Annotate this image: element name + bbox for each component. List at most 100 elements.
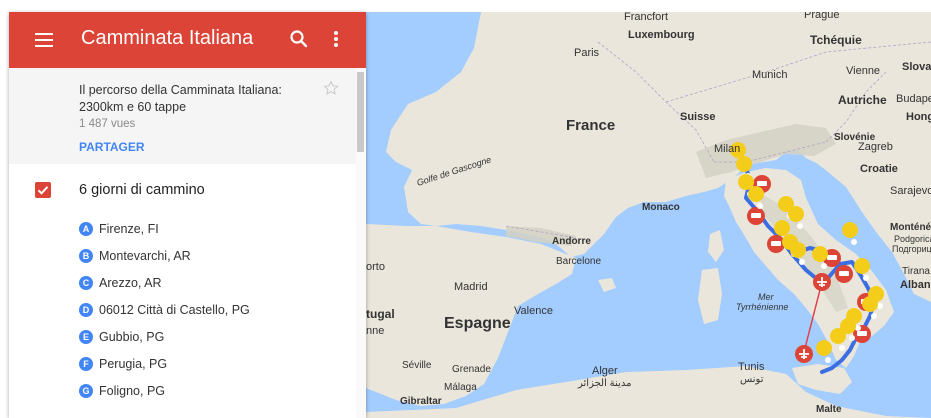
yellow-pin-icon[interactable]: [812, 246, 829, 278]
land-balkans: [846, 162, 931, 302]
menu-icon[interactable]: [35, 30, 53, 50]
yellow-pin-icon[interactable]: [816, 340, 833, 372]
map-label: Slovaq: [902, 61, 931, 73]
stop-label: Firenze, FI: [99, 222, 159, 236]
car-marker-icon[interactable]: [767, 235, 785, 253]
map-label: Hong: [906, 111, 931, 123]
marker-badge-icon: E: [79, 330, 93, 344]
map-label: Budape: [896, 93, 931, 105]
yellow-pin-icon[interactable]: [842, 222, 859, 254]
more-options-icon[interactable]: [329, 27, 343, 51]
app-header: Camminata Italiana: [9, 12, 366, 68]
stop-label: Gubbio, PG: [99, 330, 165, 344]
map-label: Alban: [900, 279, 931, 291]
map-label: Tchéquie: [810, 33, 862, 47]
mountains-alps: [696, 124, 836, 178]
flight-line: [803, 281, 823, 353]
plane-marker-icon[interactable]: [813, 273, 831, 291]
map-label: Valence: [514, 305, 553, 317]
map-description: Il percorso della Camminata Italiana: 23…: [79, 83, 282, 114]
stop-label: Perugia, PG: [99, 357, 168, 371]
map-label: tugal: [366, 307, 395, 321]
map-label: Подгорица: [892, 244, 931, 254]
map-label: Prague: [804, 12, 839, 21]
list-item[interactable]: B Montevarchi, AR: [79, 246, 191, 266]
list-item[interactable]: F Perugia, PG: [79, 354, 167, 374]
map-label: France: [566, 117, 615, 134]
map-label: Andorre: [552, 236, 591, 247]
land-corsica: [708, 230, 724, 262]
share-button[interactable]: PARTAGER: [79, 140, 145, 154]
marker-badge-icon: B: [79, 249, 93, 263]
map-label: Paris: [574, 47, 600, 59]
search-icon[interactable]: [287, 27, 311, 51]
car-marker-icon[interactable]: [747, 207, 765, 225]
yellow-pin-icon[interactable]: [830, 328, 847, 360]
marker-badge-icon: C: [79, 276, 93, 290]
land-iberia: [366, 224, 576, 406]
map-label: Alger: [592, 365, 618, 377]
check-icon: [37, 186, 49, 195]
list-item[interactable]: C Arezzo, AR: [79, 273, 162, 293]
map-label: Barcelone: [556, 256, 601, 267]
car-marker-icon[interactable]: [835, 265, 853, 283]
star-icon[interactable]: [323, 80, 339, 96]
map-label: Tunis: [738, 361, 765, 373]
map-label: Luxembourg: [628, 29, 695, 41]
map-canvas[interactable]: Francfort Prague Luxembourg Tchéquie Slo…: [366, 12, 931, 418]
map-label: Mer: [758, 292, 775, 302]
map-label: Croatie: [860, 163, 898, 175]
land-sardinia: [698, 268, 722, 324]
map-label: Gibraltar: [400, 396, 442, 407]
yellow-pin-icon[interactable]: [748, 186, 765, 218]
map-label: Francfort: [624, 12, 668, 23]
layer-title: 6 giorni di cammino: [79, 182, 205, 198]
list-item[interactable]: A Firenze, FI: [79, 219, 159, 239]
map-label: Grenade: [452, 364, 491, 375]
map-info-box: Il percorso della Camminata Italiana: 23…: [9, 68, 356, 164]
land-africa: [366, 366, 931, 418]
map-label: Slovénie: [834, 132, 876, 143]
yellow-pin-icon[interactable]: [840, 318, 857, 350]
map-label: nne: [366, 325, 384, 337]
list-item[interactable]: E Gubbio, PG: [79, 327, 164, 347]
yellow-pin-icon[interactable]: [854, 258, 871, 290]
yellow-pin-icon[interactable]: [862, 296, 879, 328]
map-label: Autriche: [838, 93, 887, 107]
marker-badge-icon: A: [79, 222, 93, 236]
list-item[interactable]: G Foligno, PG: [79, 381, 165, 401]
land-sicily: [792, 364, 852, 394]
marker-badge-icon: F: [79, 357, 93, 371]
map-label: Monaco: [642, 202, 680, 213]
plane-marker-icon[interactable]: [795, 345, 813, 363]
map-label: Séville: [402, 360, 432, 371]
map-title: Camminata Italiana: [81, 27, 254, 49]
map-label: Munich: [752, 69, 787, 81]
map-label: Malte: [816, 404, 842, 415]
map-label: Monténég: [890, 222, 931, 233]
mountains-pyrenees: [506, 226, 576, 246]
map-label: Milan: [714, 143, 740, 155]
map-label: تونس: [740, 374, 764, 385]
layer-visibility-checkbox[interactable]: [35, 182, 51, 198]
marker-badge-icon: G: [79, 384, 93, 398]
map-label: Sarajevo: [890, 185, 931, 197]
stop-label: Foligno, PG: [99, 384, 166, 398]
map-label: Tyrrhénienne: [736, 302, 788, 312]
map-label: Zagreb: [858, 141, 893, 153]
yellow-pin-icon[interactable]: [790, 242, 807, 274]
scrollbar-thumb[interactable]: [357, 72, 364, 152]
map-label: orto: [366, 261, 385, 273]
stop-label: Montevarchi, AR: [99, 249, 191, 263]
side-panel: Camminata Italiana Il percorso della Cam…: [9, 12, 366, 418]
map-label: Tirana: [902, 266, 930, 277]
land-europe: [386, 12, 931, 274]
land-balearics: [598, 278, 616, 292]
border-lines: [505, 41, 931, 239]
map-label: Madrid: [454, 281, 488, 293]
map-label: Suisse: [680, 111, 715, 123]
yellow-pin-icon[interactable]: [788, 206, 805, 238]
stop-label: Arezzo, AR: [99, 276, 162, 290]
map-label: Vienne: [846, 65, 880, 77]
